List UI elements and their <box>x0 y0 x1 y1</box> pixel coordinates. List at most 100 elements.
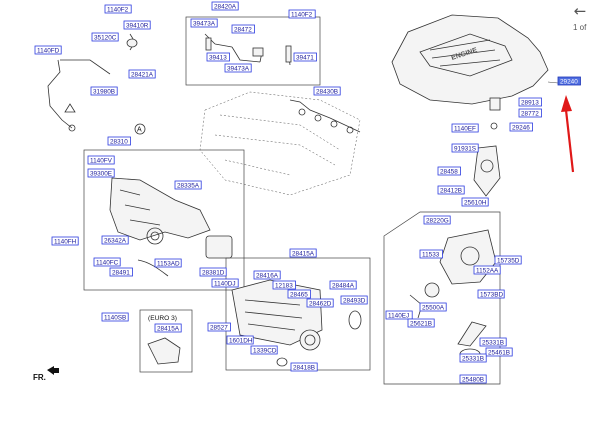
callout-box <box>290 362 318 372</box>
callout-box <box>289 248 317 258</box>
callout-25621b: 25621B <box>407 318 435 328</box>
callout-box <box>419 249 443 259</box>
callout-1140fv: 1140FV <box>87 155 115 165</box>
callout-box <box>518 97 542 107</box>
callout-39473a: 39473A <box>190 18 218 28</box>
pipe-assembly-left <box>47 33 138 132</box>
callout-1140fd: 1140FD <box>34 45 62 55</box>
callout-code: 28472 <box>234 26 252 33</box>
engine-cover: ENGINE <box>391 14 549 105</box>
callout-code: 28458 <box>440 168 458 175</box>
callout-code: 29246 <box>512 124 530 131</box>
callout-code: 28421A <box>131 71 154 78</box>
callout-box <box>485 347 513 357</box>
callout-code: 39300E <box>90 170 112 177</box>
euro-box-title: (EURO 3) <box>148 315 177 322</box>
callout-code: 1140F2 <box>107 6 129 13</box>
callout-35120c: 35120C <box>91 32 119 42</box>
page-counter: 1 of <box>573 23 587 32</box>
callout-code: 28220G <box>426 217 449 224</box>
arrow-left-icon: ← <box>573 2 587 20</box>
callout-28913: 28913 <box>518 97 542 107</box>
callout-28381d: 28381D <box>199 267 227 277</box>
callout-28472: 28472 <box>231 24 255 34</box>
callout-box <box>174 180 202 190</box>
callout-26342a: 26342A <box>101 235 129 245</box>
callout-1140f2: 1140F2 <box>104 4 132 14</box>
callout-labels: 1140F2 39410R 35120C 1140FD 28421A 31980B 2842… <box>34 1 581 384</box>
callout-box <box>128 69 156 79</box>
callout-code: 28462D <box>309 300 332 307</box>
callout-code: 26342A <box>104 237 127 244</box>
callout-code: 1153AD <box>157 260 180 267</box>
callout-code: 28493D <box>343 297 366 304</box>
callout-code: 1140SB <box>104 314 126 321</box>
callout-39410r: 39410R <box>123 20 151 30</box>
callout-code: 1140FD <box>37 47 60 54</box>
callout-code: 25331B <box>482 339 504 346</box>
callout-code: 1140FH <box>54 238 77 245</box>
callout-box <box>272 280 296 290</box>
callout-code: 25480B <box>462 376 484 383</box>
callout-code: 25500A <box>422 304 445 311</box>
callout-1140f2: 1140F2 <box>288 9 316 19</box>
callout-code: 1140EJ <box>388 312 409 319</box>
callout-box <box>101 235 129 245</box>
callout-box <box>224 63 252 73</box>
callout-code: 1573BD <box>480 291 503 298</box>
callout-box <box>479 337 507 347</box>
callout-code: 28484A <box>332 282 355 289</box>
front-marker: FR. <box>33 373 46 382</box>
callout-91931s: 91931S <box>451 143 479 153</box>
callout-code: 35120C <box>94 34 117 41</box>
callout-box <box>87 168 115 178</box>
callout-code: 1601DH <box>229 337 253 344</box>
callout-box <box>154 258 182 268</box>
callout-39300e: 39300E <box>87 168 115 178</box>
callout-39471: 39471 <box>293 52 317 62</box>
callout-28493d: 28493D <box>340 295 368 305</box>
callout-code: 1140FC <box>96 259 119 266</box>
callout-25500a: 25500A <box>419 302 447 312</box>
callout-box <box>109 267 133 277</box>
callout-box <box>437 166 461 176</box>
callout-1140sb: 1140SB <box>101 312 129 322</box>
callout-box <box>199 267 227 277</box>
callout-code: 28430B <box>316 88 338 95</box>
back-arrow-button[interactable]: ← <box>570 1 590 21</box>
callout-box <box>473 265 501 275</box>
pointer-arrow <box>561 95 575 173</box>
callout-25461b: 25461B <box>485 347 513 357</box>
callout-28491: 28491 <box>109 267 133 277</box>
parts-frame-manifold <box>83 149 245 291</box>
callout-box <box>451 143 479 153</box>
callout-code: 1339CD <box>253 347 277 354</box>
callout-box <box>51 236 79 246</box>
callout-code: 28412B <box>440 187 462 194</box>
callout-code: 11533 <box>422 251 440 258</box>
callout-box <box>461 197 489 207</box>
callout-1140dj: 1140DJ <box>211 278 239 288</box>
callout-box <box>451 123 479 133</box>
callout-25480b: 25480B <box>459 374 487 384</box>
callout-box <box>226 335 254 345</box>
callout-box <box>509 122 533 132</box>
callout-box <box>154 323 182 333</box>
callout-box <box>231 24 255 34</box>
callout-box <box>123 20 151 30</box>
callout-box <box>91 32 119 42</box>
pipe-assembly-top <box>204 33 292 66</box>
callout-code: 28418B <box>293 364 315 371</box>
callout-code: 28416A <box>256 272 279 279</box>
callout-28462d: 28462D <box>306 298 334 308</box>
callout-code: 28420A <box>214 3 237 10</box>
callout-code: 28772 <box>521 110 539 117</box>
callout-28335a: 28335A <box>174 180 202 190</box>
callout-25331b: 25331B <box>459 353 487 363</box>
callout-12183: 12183 <box>272 280 296 290</box>
callout-28421a: 28421A <box>128 69 156 79</box>
warning-marker <box>64 103 76 113</box>
callout-code: 12183 <box>275 282 293 289</box>
callout-code: 31980B <box>93 88 115 95</box>
